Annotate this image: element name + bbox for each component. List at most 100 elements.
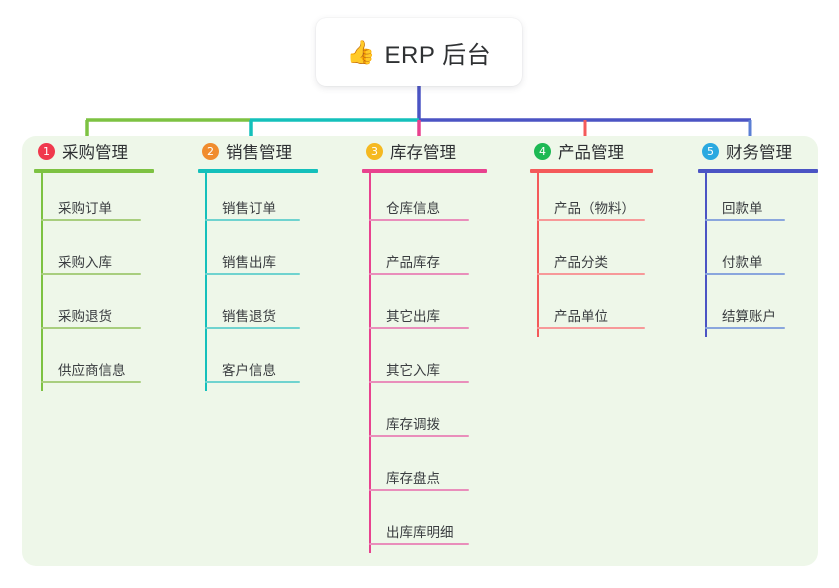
branch-header-1[interactable]: 1 采购管理 <box>22 136 187 166</box>
branch-badge-5: 5 <box>702 142 719 160</box>
leaf-item[interactable]: 回款单 <box>686 173 831 227</box>
leaf-list-3: 仓库信息产品库存其它出库其它入库库存调拨库存盘点出库库明细 <box>350 173 518 553</box>
branch-badge-3: 3 <box>366 142 383 160</box>
leaf-item[interactable]: 销售出库 <box>186 227 351 281</box>
leaf-item[interactable]: 仓库信息 <box>350 173 518 227</box>
branch-column-3: 3 库存管理仓库信息产品库存其它出库其它入库库存调拨库存盘点出库库明细 <box>350 136 518 553</box>
leaf-label: 结算账户 <box>722 309 776 324</box>
leaf-item[interactable]: 销售退货 <box>186 281 351 335</box>
leaf-underline <box>369 543 469 545</box>
branch-badge-1: 1 <box>38 142 55 160</box>
branch-title-3: 库存管理 <box>390 144 456 162</box>
leaf-item[interactable]: 其它出库 <box>350 281 518 335</box>
leaf-underline <box>41 327 141 329</box>
leaf-underline <box>705 219 785 221</box>
thumbs-up-icon: 👍 <box>346 38 376 65</box>
leaf-underline <box>205 219 300 221</box>
leaf-item[interactable]: 出库库明细 <box>350 497 518 551</box>
leaf-label: 采购退货 <box>58 309 112 324</box>
leaf-underline <box>205 273 300 275</box>
leaf-label: 出库库明细 <box>386 525 454 540</box>
leaf-underline <box>705 327 785 329</box>
branch-header-5[interactable]: 5 财务管理 <box>686 136 831 166</box>
branch-header-2[interactable]: 2 销售管理 <box>186 136 351 166</box>
branch-title-1: 采购管理 <box>62 144 128 162</box>
leaf-label: 其它出库 <box>386 309 440 324</box>
leaf-label: 客户信息 <box>222 363 276 378</box>
leaf-label: 产品分类 <box>554 255 608 270</box>
branch-underline-1 <box>34 169 154 173</box>
leaf-label: 销售订单 <box>222 201 276 216</box>
leaf-item[interactable]: 其它入库 <box>350 335 518 389</box>
leaf-label: 付款单 <box>722 255 763 270</box>
leaf-label: 回款单 <box>722 201 763 216</box>
branch-column-2: 2 销售管理销售订单销售出库销售退货客户信息 <box>186 136 351 391</box>
leaf-item[interactable]: 库存盘点 <box>350 443 518 497</box>
leaf-item[interactable]: 产品库存 <box>350 227 518 281</box>
leaf-label: 供应商信息 <box>58 363 126 378</box>
leaf-item[interactable]: 产品分类 <box>518 227 682 281</box>
branch-badge-4: 4 <box>534 142 551 160</box>
leaf-label: 库存盘点 <box>386 471 440 486</box>
leaf-item[interactable]: 销售订单 <box>186 173 351 227</box>
leaf-label: 产品（物料） <box>554 201 635 216</box>
leaf-underline <box>369 489 469 491</box>
leaf-label: 采购入库 <box>58 255 112 270</box>
leaf-label: 产品单位 <box>554 309 608 324</box>
branch-spine-4 <box>537 173 539 337</box>
leaf-item[interactable]: 采购订单 <box>22 173 187 227</box>
leaf-item[interactable]: 产品单位 <box>518 281 682 335</box>
leaf-underline <box>369 327 469 329</box>
leaf-label: 库存调拨 <box>386 417 440 432</box>
branch-badge-2: 2 <box>202 142 219 160</box>
leaf-underline <box>369 219 469 221</box>
branches-panel: 1 采购管理采购订单采购入库采购退货供应商信息 2 销售管理销售订单销售出库销售退货客… <box>22 136 818 566</box>
leaf-list-5: 回款单付款单结算账户 <box>686 173 831 337</box>
leaf-underline <box>537 327 645 329</box>
branch-column-5: 5 财务管理回款单付款单结算账户 <box>686 136 831 337</box>
leaf-underline <box>41 381 141 383</box>
branch-title-4: 产品管理 <box>558 144 624 162</box>
leaf-item[interactable]: 采购退货 <box>22 281 187 335</box>
root-title: ERP 后台 <box>384 41 492 69</box>
leaf-underline <box>369 273 469 275</box>
leaf-item[interactable]: 产品（物料） <box>518 173 682 227</box>
leaf-underline <box>205 381 300 383</box>
root-node[interactable]: 👍 ERP 后台 <box>316 18 522 86</box>
leaf-label: 采购订单 <box>58 201 112 216</box>
leaf-underline <box>537 273 645 275</box>
branch-spine-2 <box>205 173 207 391</box>
branch-title-2: 销售管理 <box>226 144 292 162</box>
leaf-label: 销售退货 <box>222 309 276 324</box>
leaf-underline <box>41 219 141 221</box>
branch-spine-5 <box>705 173 707 337</box>
leaf-item[interactable]: 结算账户 <box>686 281 831 335</box>
leaf-label: 销售出库 <box>222 255 276 270</box>
leaf-underline <box>369 435 469 437</box>
branch-underline-2 <box>198 169 318 173</box>
leaf-item[interactable]: 付款单 <box>686 227 831 281</box>
leaf-item[interactable]: 采购入库 <box>22 227 187 281</box>
branch-underline-4 <box>530 169 653 173</box>
leaf-item[interactable]: 供应商信息 <box>22 335 187 389</box>
leaf-label: 其它入库 <box>386 363 440 378</box>
branch-title-5: 财务管理 <box>726 144 792 162</box>
branch-spine-3 <box>369 173 371 553</box>
leaf-item[interactable]: 客户信息 <box>186 335 351 389</box>
leaf-label: 仓库信息 <box>386 201 440 216</box>
branch-underline-5 <box>698 169 818 173</box>
leaf-item[interactable]: 库存调拨 <box>350 389 518 443</box>
leaf-list-2: 销售订单销售出库销售退货客户信息 <box>186 173 351 391</box>
leaf-underline <box>705 273 785 275</box>
leaf-underline <box>41 273 141 275</box>
branch-header-4[interactable]: 4 产品管理 <box>518 136 682 166</box>
leaf-label: 产品库存 <box>386 255 440 270</box>
branch-column-4: 4 产品管理产品（物料） 产品分类产品单位 <box>518 136 682 337</box>
branch-spine-1 <box>41 173 43 391</box>
leaf-list-1: 采购订单采购入库采购退货供应商信息 <box>22 173 187 391</box>
leaf-underline <box>537 219 645 221</box>
leaf-list-4: 产品（物料） 产品分类产品单位 <box>518 173 682 337</box>
branch-header-3[interactable]: 3 库存管理 <box>350 136 518 166</box>
branch-underline-3 <box>362 169 487 173</box>
